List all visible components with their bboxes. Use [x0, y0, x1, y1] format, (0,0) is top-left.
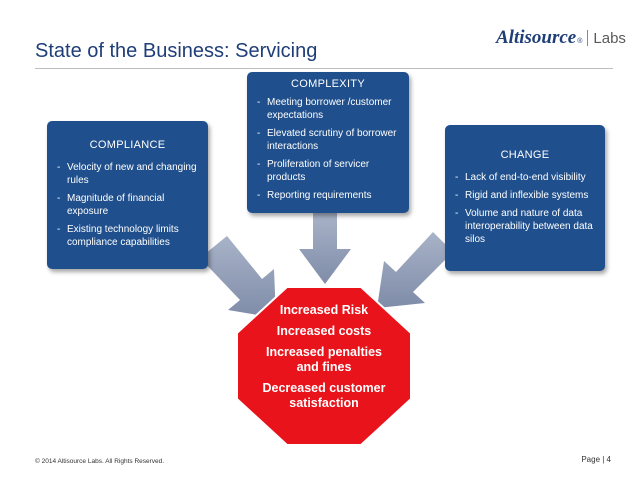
- list-item: -Elevated scrutiny of borrower interacti…: [257, 128, 397, 152]
- change-box: CHANGE -Lack of end-to-end visibility -R…: [445, 125, 605, 271]
- arrow-icon: [377, 232, 453, 308]
- complexity-title: COMPLEXITY: [291, 78, 365, 90]
- list-item: -Proliferation of servicer products: [257, 159, 370, 183]
- outcome-line: Increased Risk: [279, 303, 369, 317]
- list-item: -Volume and nature of data interoperabil…: [455, 208, 593, 245]
- outcome-octagon: Increased Risk Increased costs Increased…: [235, 285, 413, 447]
- stop-octagon: [236, 286, 412, 446]
- list-item: -Lack of end-to-end visibility: [455, 172, 586, 183]
- logo-labs: Labs: [593, 30, 626, 47]
- page-number: Page | 4: [581, 455, 611, 464]
- title-divider: [35, 68, 613, 69]
- page-title: State of the Business: Servicing: [35, 40, 318, 62]
- copyright-text: © 2014 Altisource Labs. All Rights Reser…: [35, 458, 165, 465]
- outcome-line: Increased penalties and fines: [265, 345, 383, 374]
- logo-separator: [587, 30, 589, 46]
- list-item: -Magnitude of financial exposure: [57, 193, 165, 217]
- complexity-box: COMPLEXITY -Meeting borrower /customer e…: [247, 72, 409, 213]
- compliance-box: COMPLIANCE -Velocity of new and changing…: [47, 121, 208, 269]
- outcome-line: Increased costs: [276, 324, 372, 338]
- list-item: -Velocity of new and changing rules: [57, 162, 197, 186]
- list-item: -Rigid and inflexible systems: [455, 190, 589, 201]
- outcome-line: Decreased customer satisfaction: [262, 381, 386, 410]
- list-item: -Meeting borrower /customer expectations: [257, 97, 392, 121]
- change-title: CHANGE: [500, 149, 550, 161]
- logo-registered-mark: ®: [577, 38, 583, 45]
- arrow-icon: [299, 213, 351, 284]
- altisource-labs-logo: Altisource ® Labs: [496, 27, 626, 49]
- list-item: -Reporting requirements: [257, 190, 372, 201]
- compliance-title: COMPLIANCE: [89, 139, 166, 151]
- list-item: -Existing technology limits compliance c…: [57, 224, 179, 248]
- logo-name: Altisource: [496, 27, 577, 48]
- arrow-icon: [200, 236, 276, 318]
